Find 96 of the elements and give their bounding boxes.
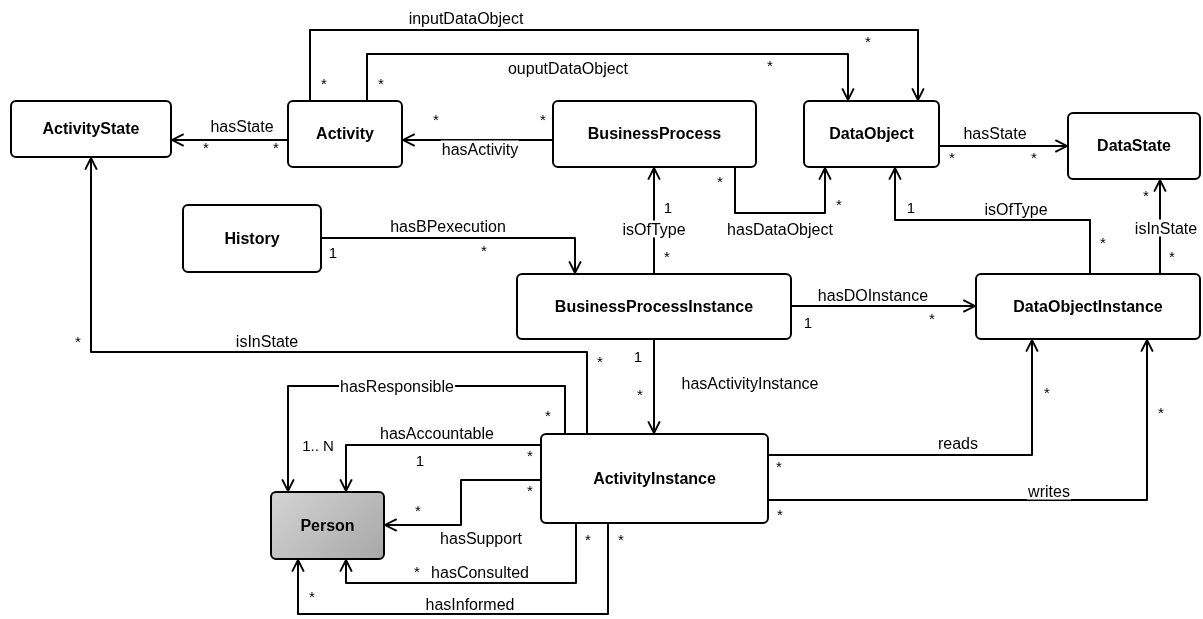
multiplicity-label: 1: [633, 349, 643, 365]
edge-label: hasSupport: [439, 529, 523, 547]
multiplicity-label: *: [414, 564, 420, 580]
edge-label: reads: [937, 434, 979, 452]
multiplicity-label: *: [1158, 405, 1164, 421]
multiplicity-label: *: [527, 448, 533, 464]
multiplicity-label: *: [1143, 188, 1149, 204]
class-box: [552, 100, 757, 168]
multiplicity-label: *: [597, 354, 603, 370]
association-arrow: [768, 339, 1039, 456]
edge-label: hasDOInstance: [816, 286, 930, 304]
multiplicity-label: *: [865, 34, 871, 50]
class-name: ActivityInstance: [593, 469, 716, 488]
multiplicity-label: *: [273, 140, 279, 156]
class-name: History: [224, 229, 280, 248]
edge-label: hasResponsible: [339, 377, 455, 395]
class-box: [516, 273, 792, 340]
multiplicity-label: *: [637, 387, 643, 403]
multiplicity-label: *: [378, 76, 384, 92]
multiplicity-label: *: [75, 334, 81, 350]
association-arrow: [339, 444, 541, 492]
multiplicity-label: *: [929, 311, 935, 327]
multiplicity-label: *: [545, 408, 551, 424]
association-arrow: [402, 133, 553, 147]
multiplicity-label: *: [949, 150, 955, 166]
edge-label: isInState: [234, 332, 300, 350]
edge-label: ouputDataObject: [506, 59, 630, 77]
association-arrow: [384, 479, 541, 532]
class-box: [803, 100, 940, 168]
multiplicity-label: *: [777, 507, 783, 523]
association-arrow: [888, 167, 1091, 274]
multiplicity-label: *: [767, 58, 773, 74]
class-box: [1067, 112, 1201, 180]
class-box: [540, 433, 769, 524]
multiplicity-label: 1: [803, 315, 813, 331]
edge-label: hasState: [962, 124, 1028, 142]
multiplicity-label: *: [664, 249, 670, 265]
edge-label: hasAccountable: [379, 424, 495, 442]
class-name: DataState: [1097, 137, 1171, 155]
association-arrow: [171, 133, 288, 147]
class-box: [270, 491, 385, 560]
class-box: [182, 204, 322, 273]
class-name: Person: [300, 516, 355, 535]
association-arrow: [768, 339, 1154, 501]
edge-label: isOfType: [621, 220, 687, 238]
edge-label: inputDataObject: [407, 9, 525, 27]
edge-label: hasState: [209, 117, 275, 135]
multiplicity-label: *: [618, 532, 624, 548]
class-box: [10, 100, 172, 158]
association-arrow: [84, 157, 588, 434]
multiplicity-label: *: [717, 174, 723, 190]
multiplicity-label: *: [540, 112, 546, 128]
multiplicity-label: *: [481, 243, 487, 259]
multiplicity-label: *: [1100, 235, 1106, 251]
class-name: Activity: [316, 125, 374, 143]
multiplicity-label: *: [1044, 385, 1050, 401]
multiplicity-label: 1: [415, 453, 425, 469]
multiplicity-label: 1: [328, 245, 338, 261]
multiplicity-label: *: [585, 532, 591, 548]
edge-label: hasDataObject: [726, 220, 834, 238]
association-arrow: [939, 139, 1068, 153]
association-arrow: [339, 523, 577, 584]
edge-label: hasActivityInstance: [680, 374, 820, 392]
class-box: [287, 100, 403, 168]
multiplicity-label: *: [433, 112, 439, 128]
multiplicity-label: 1.. N: [302, 438, 334, 454]
edge-label: isInState: [1133, 219, 1199, 237]
multiplicity-label: *: [415, 503, 421, 519]
multiplicity-label: 1: [663, 200, 673, 216]
association-arrow: [309, 29, 925, 101]
multiplicity-label: *: [321, 76, 327, 92]
multiplicity-label: *: [776, 459, 782, 475]
class-name: BusinessProcess: [587, 125, 722, 143]
edge-label: hasConsulted: [430, 563, 530, 581]
multiplicity-label: *: [836, 197, 842, 213]
edge-label: isOfType: [983, 200, 1049, 218]
multiplicity-label: *: [1031, 150, 1037, 166]
multiplicity-label: 1: [906, 200, 916, 216]
class-name: DataObject: [829, 125, 914, 143]
association-arrow: [734, 167, 832, 214]
multiplicity-label: *: [527, 483, 533, 499]
class-name: ActivityState: [42, 120, 140, 138]
multiplicity-label: *: [1169, 249, 1175, 265]
association-arrow: [791, 299, 976, 313]
association-arrow: [366, 53, 855, 101]
multiplicity-label: *: [203, 140, 209, 156]
class-name: BusinessProcessInstance: [554, 297, 754, 316]
class-name: DataObjectInstance: [1013, 297, 1163, 316]
class-box: [975, 273, 1201, 340]
edge-label: hasActivity: [440, 140, 520, 158]
association-arrow: [291, 523, 609, 615]
multiplicity-label: *: [309, 589, 315, 605]
association-arrow: [647, 339, 661, 434]
edge-label: writes: [1027, 482, 1071, 500]
association-arrow: [321, 237, 582, 274]
edge-label: hasBPexecution: [389, 217, 507, 235]
